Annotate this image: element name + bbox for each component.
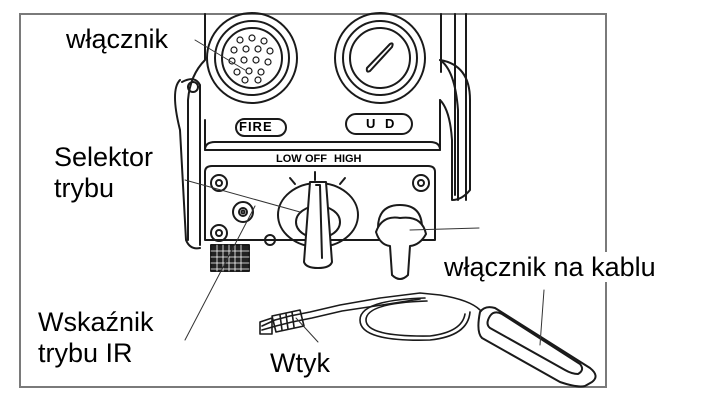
label-mode-selector-line1: Selektor bbox=[54, 142, 154, 172]
control-panel bbox=[204, 165, 436, 246]
selector-position-off: OFF bbox=[305, 153, 327, 165]
mounting-rail bbox=[440, 13, 467, 201]
fire-button bbox=[206, 12, 298, 137]
cable-connector bbox=[375, 204, 427, 280]
label-cable-switch-text: włącznik na kablu bbox=[442, 252, 658, 282]
label-mode-selector: Selektor trybu bbox=[54, 142, 153, 204]
ud-button-marking: U D bbox=[366, 116, 398, 131]
label-plug-text: Wtyk bbox=[270, 348, 330, 378]
mode-selector-dial bbox=[277, 181, 359, 269]
leader-ir-indicator bbox=[184, 205, 256, 341]
label-ir-indicator-line1: Wskaźnik bbox=[38, 307, 154, 337]
label-power-switch: włącznik bbox=[66, 24, 168, 55]
ir-indicator-block bbox=[210, 244, 250, 272]
label-power-switch-text: włącznik bbox=[66, 24, 169, 54]
fire-button-marking: FIRE bbox=[239, 119, 273, 134]
diagram-frame bbox=[19, 13, 607, 388]
remote-cable bbox=[261, 292, 481, 341]
leader-mode-selector bbox=[184, 179, 301, 213]
label-cable-switch: włącznik na kablu bbox=[442, 252, 658, 283]
plug-connector bbox=[259, 309, 305, 335]
leader-power-switch bbox=[194, 39, 246, 71]
selector-position-high: HIGH bbox=[334, 153, 362, 165]
selector-position-low: LOW bbox=[276, 153, 302, 165]
label-ir-indicator-line2: trybu IR bbox=[38, 338, 133, 368]
label-mode-selector-line2: trybu bbox=[54, 173, 115, 203]
leader-plug bbox=[295, 317, 319, 343]
label-ir-indicator: Wskaźnik trybu IR bbox=[38, 307, 154, 369]
pressure-switch-pad bbox=[477, 306, 597, 388]
leader-connector bbox=[409, 227, 480, 231]
leader-cable-switch bbox=[539, 289, 545, 346]
label-plug: Wtyk bbox=[270, 348, 330, 379]
battery-cap bbox=[334, 12, 426, 135]
leader-lines bbox=[184, 39, 545, 346]
device-housing bbox=[174, 13, 471, 250]
